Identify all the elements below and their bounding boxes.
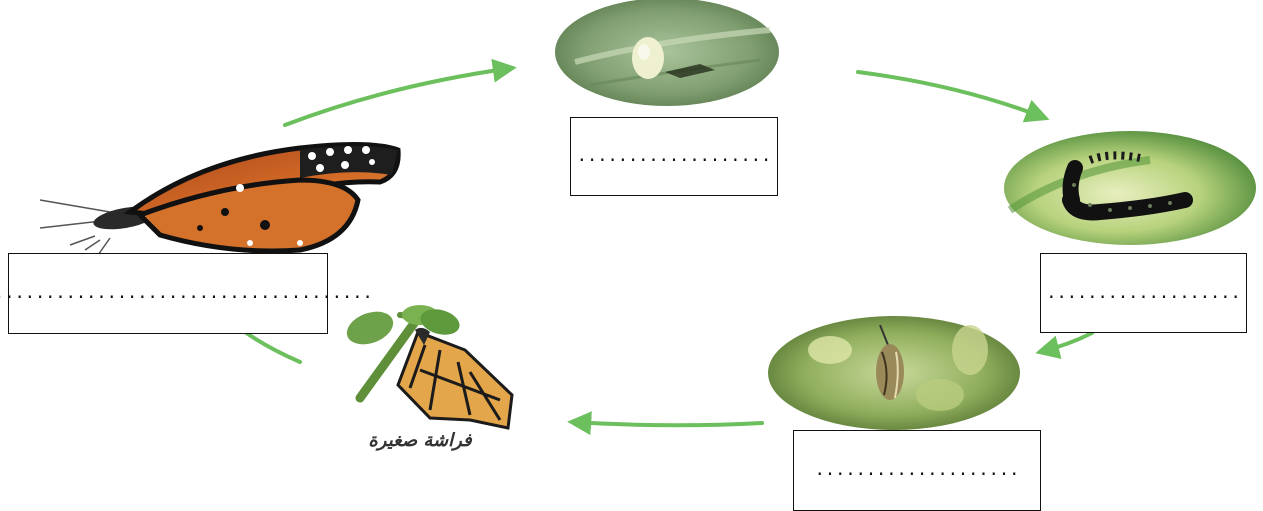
chrysalis-icon bbox=[768, 316, 1020, 430]
adult-answer-placeholder: ........................................ bbox=[0, 285, 373, 302]
pupa-answer-placeholder: .................... bbox=[815, 462, 1020, 479]
egg-answer-placeholder: ................... bbox=[577, 148, 771, 165]
adult-answer-box[interactable]: ........................................ bbox=[8, 253, 328, 334]
caterpillar-icon bbox=[1004, 131, 1256, 245]
arrow-pupa-to-emerging bbox=[572, 422, 762, 425]
arrow-egg-to-caterpillar bbox=[858, 72, 1045, 118]
arrow-emerging-to-adult bbox=[245, 332, 300, 362]
emerging-butterfly-caption: فراشة صغيرة bbox=[330, 430, 510, 451]
caterpillar-answer-placeholder: ................... bbox=[1046, 285, 1240, 302]
adult-butterfly-icon bbox=[40, 144, 398, 255]
arrow-adult-to-egg bbox=[285, 68, 512, 125]
emerging-butterfly-icon bbox=[342, 305, 512, 428]
arrow-caterpillar-to-pupa bbox=[1040, 333, 1092, 352]
caterpillar-answer-box[interactable]: ................... bbox=[1040, 253, 1247, 333]
egg-icon bbox=[555, 0, 779, 106]
pupa-answer-box[interactable]: .................... bbox=[793, 430, 1041, 511]
egg-answer-box[interactable]: ................... bbox=[570, 117, 778, 196]
